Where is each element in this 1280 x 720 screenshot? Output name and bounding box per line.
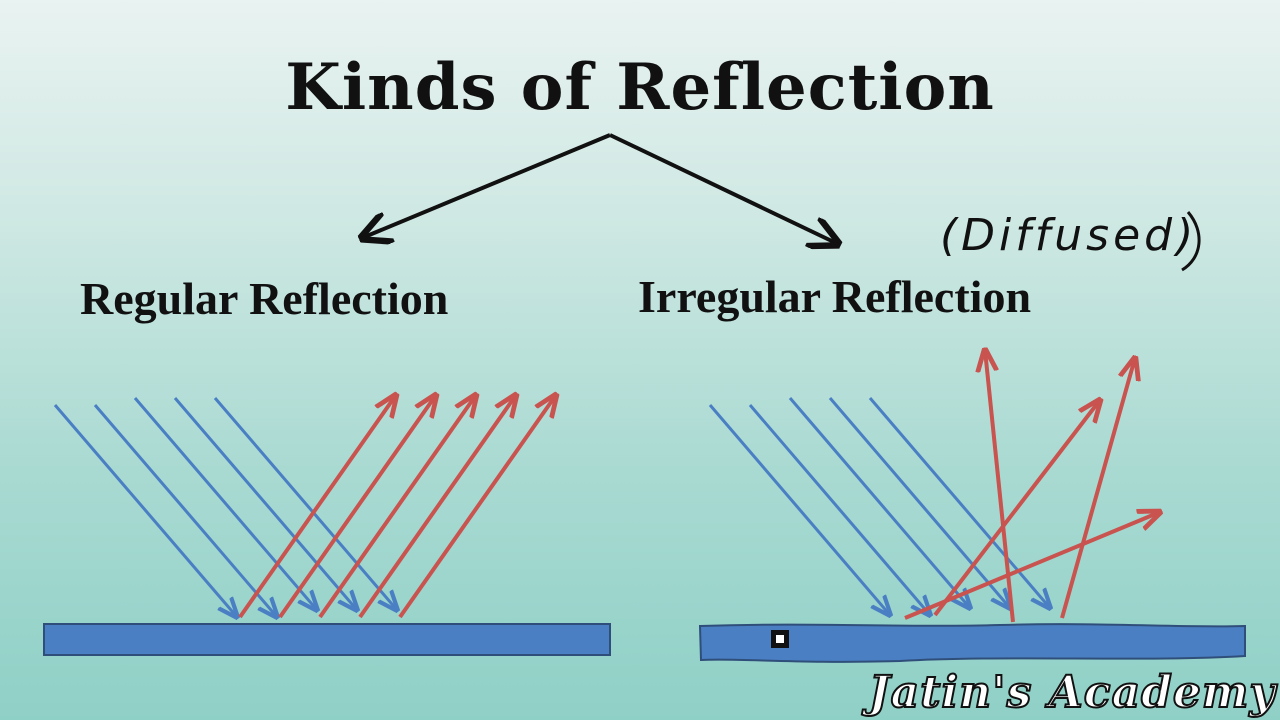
reflected-ray [238, 395, 396, 619]
incident-rays-left [53, 397, 397, 617]
reflected-ray [278, 395, 436, 619]
reflected-ray [933, 400, 1100, 617]
diffused-note: (Diffused) [940, 210, 1198, 261]
regular-reflection-label: Regular Reflection [80, 273, 449, 324]
branch-arrows [362, 133, 838, 244]
rough-surface [698, 623, 1246, 663]
channel-watermark: Jatin's Academy [868, 666, 1276, 719]
smooth-surface [43, 623, 611, 656]
incident-ray [173, 397, 357, 610]
reflected-ray [398, 395, 556, 619]
incident-ray [828, 397, 1010, 608]
reflected-rays-right [904, 350, 1160, 623]
incident-ray [788, 397, 970, 608]
irregular-reflection-label: Irregular Reflection [638, 271, 1032, 322]
branch-arrow-left [362, 133, 611, 238]
branch-arrow-right [609, 133, 838, 244]
reflected-ray [358, 395, 516, 619]
page-title: Kinds of Reflection [285, 50, 995, 125]
incident-ray [213, 397, 397, 610]
reflected-ray [904, 512, 1160, 620]
incident-ray [708, 404, 890, 615]
incident-ray [53, 404, 237, 617]
incident-ray [133, 397, 317, 610]
incident-ray [93, 404, 277, 617]
incident-ray [748, 404, 930, 615]
reflected-ray [1060, 358, 1135, 619]
reflected-rays-left [238, 395, 556, 619]
incident-rays-right [708, 397, 1050, 615]
black-square-cursor-icon [771, 630, 789, 648]
incident-ray [868, 397, 1050, 608]
note-bracket-right [1181, 211, 1201, 272]
reflected-ray [318, 395, 476, 619]
regular-reflection-group [43, 395, 611, 656]
irregular-reflection-group [698, 211, 1246, 663]
